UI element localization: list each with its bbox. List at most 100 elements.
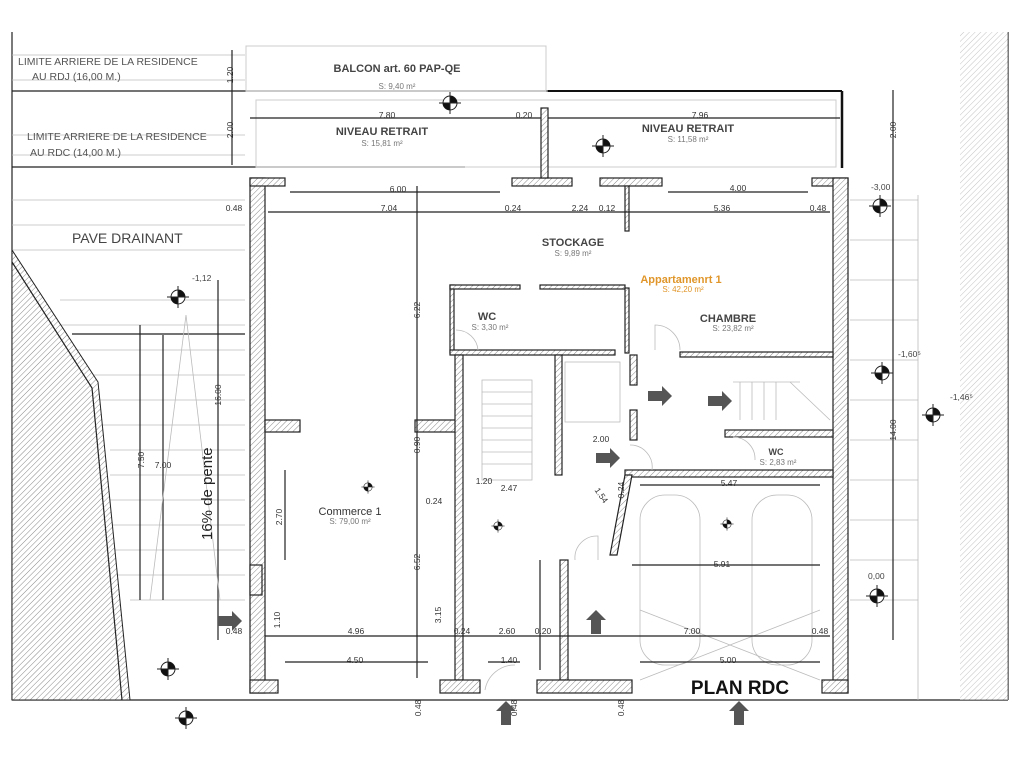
level-marker-icon (921, 403, 945, 427)
svg-text:S: 79,00 m²: S: 79,00 m² (329, 517, 371, 526)
level-marker-icon (438, 91, 462, 115)
stairs (481, 361, 831, 481)
svg-text:S: 42,20 m²: S: 42,20 m² (662, 285, 704, 294)
room-balcon: BALCON art. 60 PAP-QE S: 9,40 m² (334, 63, 461, 91)
room-wc-1: WCS: 3,30 m² (472, 311, 509, 332)
svg-text:4.96: 4.96 (348, 626, 365, 636)
svg-text:6.22: 6.22 (412, 301, 422, 318)
svg-text:16.00: 16.00 (213, 384, 223, 406)
level-marker-icon (174, 706, 198, 730)
svg-text:0.48: 0.48 (509, 699, 519, 716)
svg-text:S: 23,82 m²: S: 23,82 m² (712, 324, 754, 333)
svg-text:S: 11,58 m²: S: 11,58 m² (668, 135, 709, 144)
slope-label: 16% de pente (199, 447, 216, 540)
svg-text:0.12: 0.12 (599, 203, 616, 213)
limit-rdj-line2: AU RDJ (16,00 M.) (32, 71, 121, 83)
svg-text:1.40: 1.40 (501, 655, 518, 665)
svg-text:7.00: 7.00 (684, 626, 701, 636)
svg-text:S: 9,89 m²: S: 9,89 m² (555, 249, 592, 258)
doors (455, 324, 756, 691)
entry-arrow-icon (729, 701, 749, 725)
svg-text:NIVEAU RETRAIT: NIVEAU RETRAIT (642, 123, 735, 135)
svg-text:6.52: 6.52 (412, 553, 422, 570)
pave-drainant-label: PAVE DRAINANT (72, 230, 183, 246)
svg-text:WC: WC (769, 447, 784, 457)
svg-text:5.00: 5.00 (720, 655, 737, 665)
svg-text:-1,46⁵: -1,46⁵ (950, 392, 973, 402)
svg-text:STOCKAGE: STOCKAGE (542, 237, 604, 249)
svg-text:5.91: 5.91 (714, 559, 731, 569)
level-marker-icon (868, 194, 892, 218)
garage-cars (639, 494, 821, 681)
svg-text:1.20: 1.20 (225, 66, 235, 83)
dimension-lines (265, 186, 830, 678)
svg-text:WC: WC (478, 311, 496, 323)
svg-text:Appartamenrt 1: Appartamenrt 1 (640, 274, 721, 286)
walls (249, 107, 849, 694)
svg-text:2.60: 2.60 (499, 626, 516, 636)
limit-rdc-line1: LIMITE ARRIERE DE LA RESIDENCE (27, 131, 207, 143)
svg-text:0.48: 0.48 (616, 699, 626, 716)
level-marker-icon (591, 134, 615, 158)
svg-text:2.24: 2.24 (572, 203, 589, 213)
svg-text:0.48: 0.48 (226, 626, 243, 636)
svg-text:7.00: 7.00 (155, 460, 172, 470)
limit-rdj-line1: LIMITE ARRIERE DE LA RESIDENCE (18, 56, 198, 68)
svg-text:1.10: 1.10 (272, 611, 282, 628)
svg-text:-3,00: -3,00 (871, 182, 891, 192)
svg-text:4.00: 4.00 (730, 183, 747, 193)
svg-text:-1,60⁵: -1,60⁵ (898, 349, 921, 359)
svg-text:5.47: 5.47 (721, 478, 738, 488)
svg-text:4.50: 4.50 (347, 655, 364, 665)
svg-text:0.48: 0.48 (413, 699, 423, 716)
svg-text:7.04: 7.04 (381, 203, 398, 213)
svg-text:2.00: 2.00 (593, 434, 610, 444)
room-wc-2: WCS: 2,83 m² (760, 447, 797, 467)
entry-arrow-icon (648, 386, 672, 406)
svg-text:0.24: 0.24 (454, 626, 471, 636)
level-labels: -1,12 -3,00 -1,60⁵ -1,46⁵ 0,00 (192, 182, 973, 581)
room-appartement: Appartamenrt 1S: 42,20 m² (640, 274, 721, 294)
svg-text:Commerce 1: Commerce 1 (319, 506, 382, 518)
svg-text:S: 3,30 m²: S: 3,30 m² (472, 323, 509, 332)
svg-text:CHAMBRE: CHAMBRE (700, 313, 756, 325)
svg-text:0.24: 0.24 (426, 496, 443, 506)
svg-text:S: 9,40 m²: S: 9,40 m² (379, 82, 416, 91)
svg-text:0.90: 0.90 (412, 436, 422, 453)
svg-text:2.47: 2.47 (501, 483, 518, 493)
entry-arrow-icon (586, 610, 606, 634)
svg-text:7.96: 7.96 (692, 110, 709, 120)
svg-text:2.70: 2.70 (274, 508, 284, 525)
svg-text:7.50: 7.50 (136, 451, 146, 468)
svg-text:0.48: 0.48 (810, 203, 827, 213)
svg-text:0.48: 0.48 (226, 203, 243, 213)
svg-text:S: 15,81 m²: S: 15,81 m² (361, 139, 403, 148)
limit-rdc-line2: AU RDC (14,00 M.) (30, 147, 121, 159)
svg-text:0.24: 0.24 (616, 481, 626, 498)
svg-text:0,00: 0,00 (868, 571, 885, 581)
room-commerce: Commerce 1S: 79,00 m² (319, 506, 382, 526)
svg-text:6.00: 6.00 (390, 184, 407, 194)
level-marker-icon (870, 361, 894, 385)
dimension-labels: 1.20 2.00 7.80 0.20 7.96 6.00 0.48 7.04 … (136, 66, 898, 716)
level-marker-icon (156, 657, 180, 681)
svg-text:0.48: 0.48 (812, 626, 829, 636)
level-marker-icon (720, 517, 734, 531)
site-lines (11, 32, 1009, 701)
level-marker-icon (865, 584, 889, 608)
svg-text:BALCON art. 60 PAP-QE: BALCON art. 60 PAP-QE (334, 63, 461, 75)
arrows (218, 386, 749, 725)
svg-text:0.20: 0.20 (516, 110, 533, 120)
svg-text:2.00: 2.00 (888, 121, 898, 138)
svg-text:0.24: 0.24 (505, 203, 522, 213)
svg-text:1.54: 1.54 (593, 486, 611, 506)
svg-text:14.00: 14.00 (888, 419, 898, 441)
entry-arrow-icon (596, 448, 620, 468)
svg-text:3.15: 3.15 (433, 606, 443, 623)
svg-text:-1,12: -1,12 (192, 273, 212, 283)
